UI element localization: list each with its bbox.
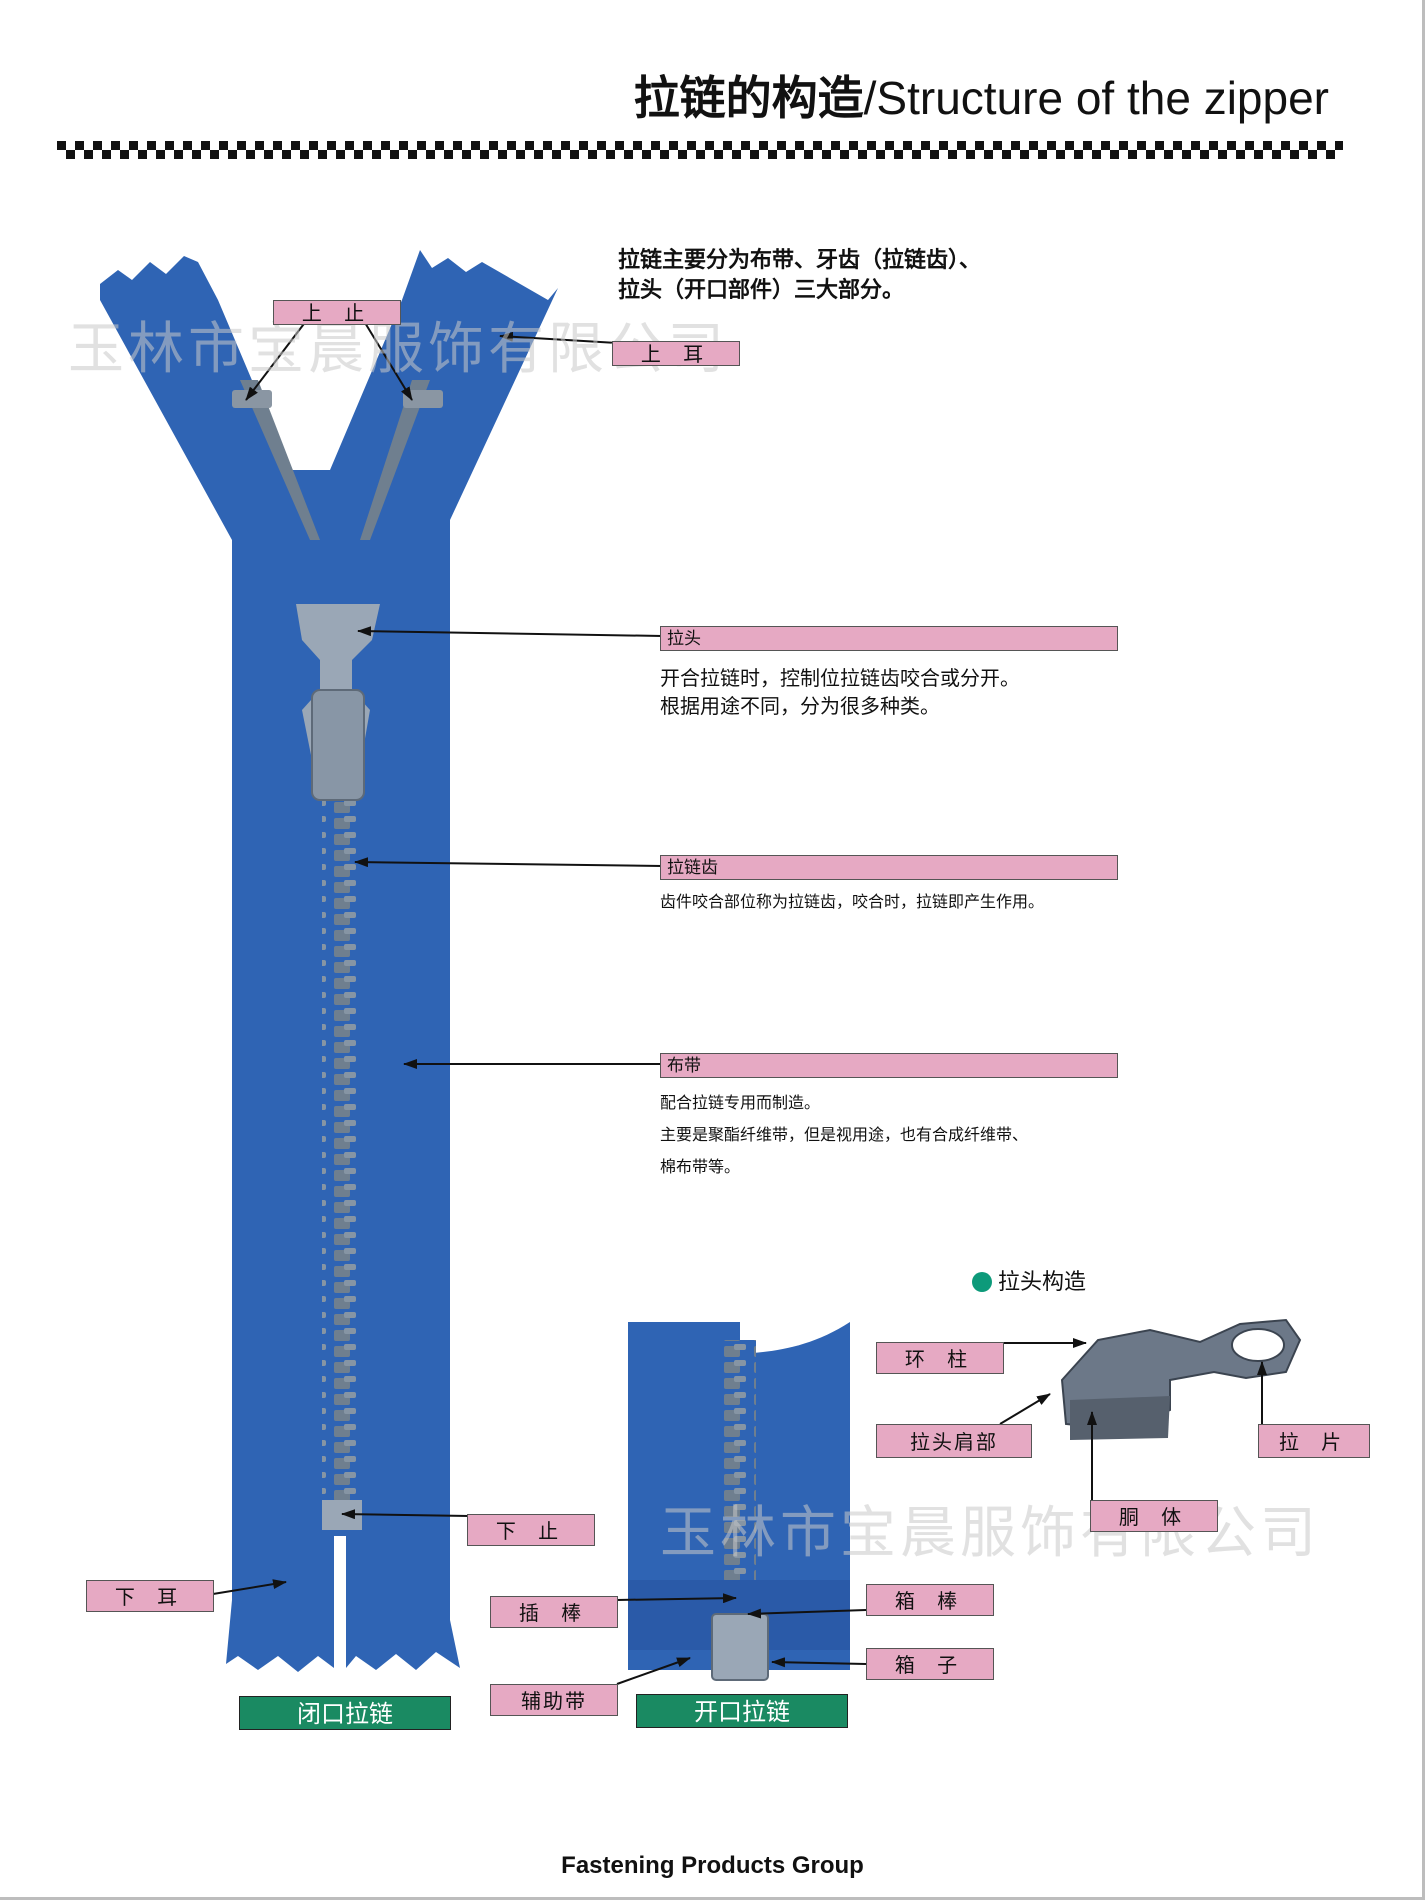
bottom-ear-arrow: [212, 1579, 287, 1595]
box-pin-label: 箱 棒: [866, 1584, 994, 1616]
slider-structure-illustration: [1060, 1318, 1302, 1440]
tape-label: 布带: [660, 1053, 1118, 1078]
slider-shoulder-label: 拉头肩部: [876, 1424, 1032, 1458]
top-ear-arrow: [499, 331, 618, 344]
ring-post-label: 环 柱: [876, 1342, 1004, 1374]
watermark-lower: 玉林市宝晨服饰有限公司: [660, 1501, 1320, 1566]
slider-structure-heading-text: 拉头构造: [998, 1270, 1087, 1295]
teeth-arrow: [354, 857, 663, 868]
closed-zipper-illustration: [100, 250, 558, 1672]
bottom-ear-label: 下 耳: [86, 1580, 214, 1612]
insert-pin-arrow: [616, 1593, 737, 1604]
teeth-description: 齿件咬合部位称为拉链齿，咬合时，拉链即产生作用。: [660, 886, 1044, 918]
tape-desc-line-1: 配合拉链专用而制造。: [660, 1093, 821, 1112]
open-end-zipper-label: 开口拉链: [636, 1694, 848, 1728]
insert-pin-label: 插 棒: [490, 1596, 618, 1628]
footer-text: Fastening Products Group: [561, 1852, 864, 1879]
slider-desc-line-1: 开合拉链时，控制位拉链齿咬合或分开。: [660, 666, 1020, 690]
slider-desc-line-2: 根据用途不同，分为很多种类。: [660, 694, 940, 718]
closed-end-zipper-label: 闭口拉链: [239, 1696, 451, 1730]
slider-label: 拉头: [660, 626, 1118, 651]
teeth-desc-line-1: 齿件咬合部位称为拉链齿，咬合时，拉链即产生作用。: [660, 892, 1045, 911]
bottom-stop-arrow: [341, 1509, 470, 1520]
page-title: 拉链的构造/Structure of the zipper: [633, 71, 1329, 125]
bullet-dot-icon: [972, 1272, 992, 1292]
top-ear-label: 上 耳: [612, 341, 740, 366]
tape-desc-line-3: 棉布带等。: [660, 1157, 741, 1176]
slider-description: 开合拉链时，控制位拉链齿咬合或分开。 根据用途不同，分为很多种类。: [660, 664, 1020, 720]
body-label: 胴 体: [1090, 1500, 1218, 1532]
open-zipper-illustration: [628, 1322, 850, 1681]
aux-tape-arrow: [616, 1657, 691, 1685]
box-arrow: [771, 1657, 867, 1668]
aux-tape-label: 辅助带: [490, 1684, 618, 1716]
teeth-label: 拉链齿: [660, 855, 1118, 880]
intro-line-1: 拉链主要分为布带、牙齿（拉链齿）、: [618, 248, 982, 273]
slider-arrow: [357, 626, 663, 637]
slider-shoulder-arrow: [999, 1393, 1051, 1425]
tape-description: 配合拉链专用而制造。 主要是聚酯纤维带，但是视用途，也有合成纤维带、 棉布带等。: [660, 1087, 1028, 1183]
tape-desc-line-2: 主要是聚酯纤维带，但是视用途，也有合成纤维带、: [660, 1125, 1029, 1144]
intro-line-2: 拉头（开口部件）三大部分。: [618, 278, 905, 303]
zipper-pattern-divider: [57, 141, 1343, 159]
box-label: 箱 子: [866, 1648, 994, 1680]
bottom-stop-label: 下 止: [467, 1514, 595, 1546]
puller-label: 拉 片: [1258, 1424, 1370, 1458]
box-pin-arrow: [747, 1608, 867, 1619]
slider-structure-heading: 拉头构造: [972, 1264, 1086, 1296]
intro-text: 拉链主要分为布带、牙齿（拉链齿）、 拉头（开口部件）三大部分。: [618, 246, 981, 306]
top-stop-left-label: 上 止: [273, 300, 401, 325]
